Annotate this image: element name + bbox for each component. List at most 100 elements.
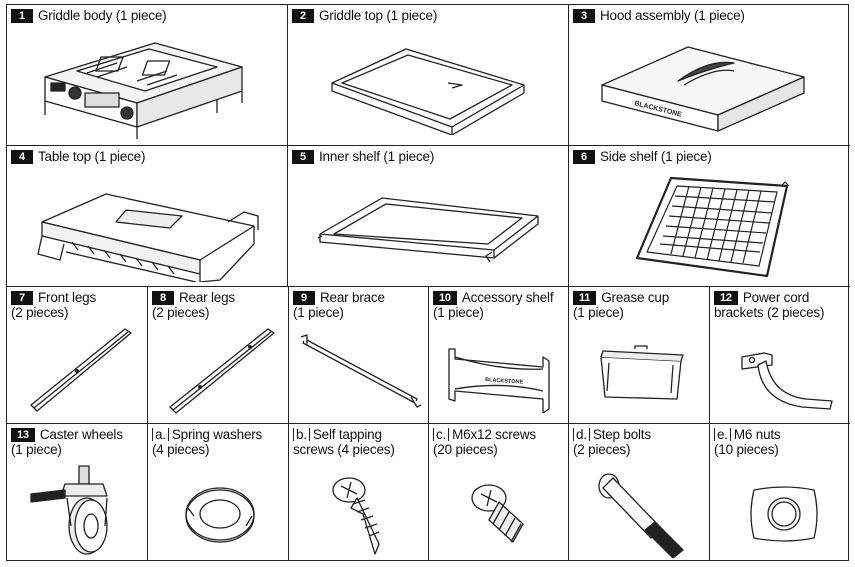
hardware-cell-d: d.Step bolts(2 pieces) — [569, 424, 710, 560]
part-name: Accessory shelf — [461, 290, 554, 305]
part-caption: 1 Griddle body (1 piece) — [11, 8, 283, 23]
part-number-badge: 8 — [152, 291, 174, 305]
hardware-name: Self tapping — [312, 427, 382, 442]
part-caption: 11 Grease cup(1 piece) — [573, 290, 705, 320]
hardware-quantity: screws (4 pieces) — [293, 442, 395, 457]
hardware-name: M6 nuts — [733, 427, 781, 442]
hardware-quantity: (20 pieces) — [433, 442, 498, 457]
part-cell-4: 4 Table top (1 piece) — [7, 146, 288, 287]
hardware-quantity: (4 pieces) — [152, 442, 210, 457]
hardware-cell-e: e.M6 nuts(10 pieces) — [710, 424, 850, 560]
part-name: Power cord — [742, 290, 810, 305]
part-name: Griddle body (1 piece) — [38, 8, 167, 23]
part-caption: 4 Table top (1 piece) — [11, 149, 283, 164]
hardware-caption: c.M6x12 screws(20 pieces) — [433, 427, 564, 457]
part-name: Rear legs — [179, 290, 235, 305]
part-number-badge: 10 — [433, 291, 457, 305]
m6-nut-illustration — [748, 476, 820, 552]
part-caption: 3 Hood assembly (1 piece) — [573, 8, 846, 23]
hardware-caption: d.Step bolts(2 pieces) — [573, 427, 705, 457]
blackstone-logo: BLACKSTONE — [485, 377, 524, 386]
part-name: Inner shelf (1 piece) — [319, 149, 435, 164]
part-cell-2: 2 Griddle top (1 piece) — [288, 5, 569, 146]
part-caption: 10 Accessory shelf(1 piece) — [433, 290, 564, 320]
hardware-caption: a.Spring washers(4 pieces) — [152, 427, 284, 457]
hardware-letter: a. — [152, 428, 169, 441]
part-cell-13: 13 Caster wheels(1 piece) — [7, 424, 148, 560]
hardware-cell-c: c.M6x12 screws(20 pieces) — [429, 424, 569, 560]
part-caption: 5 Inner shelf (1 piece) — [292, 149, 564, 164]
part-number-badge: 6 — [573, 150, 595, 164]
part-quantity: (1 piece) — [11, 442, 62, 457]
part-number-badge: 13 — [11, 428, 35, 442]
part-cell-1: 1 Griddle body (1 piece) — [7, 5, 288, 146]
part-number-badge: 11 — [573, 291, 597, 305]
part-quantity: (2 pieces) — [152, 305, 210, 320]
hardware-quantity: (2 pieces) — [573, 442, 631, 457]
side-shelf-illustration — [631, 172, 801, 282]
hardware-quantity: (10 pieces) — [714, 442, 779, 457]
part-caption: 8 Rear legs(2 pieces) — [152, 290, 284, 320]
rear-brace-illustration — [299, 333, 424, 413]
step-bolt-illustration — [595, 472, 695, 558]
rear-legs-illustration — [166, 325, 281, 415]
part-caption: 9 Rear brace(1 piece) — [293, 290, 424, 320]
grease-cup-illustration — [595, 345, 690, 405]
part-cell-11: 11 Grease cup(1 piece) — [569, 287, 710, 424]
part-quantity: (1 piece) — [573, 305, 624, 320]
front-legs-illustration — [27, 325, 137, 415]
part-cell-5: 5 Inner shelf (1 piece) — [288, 146, 569, 287]
part-number-badge: 9 — [293, 291, 315, 305]
spring-washer-illustration — [180, 480, 260, 550]
hardware-letter: b. — [293, 428, 310, 441]
hardware-name: Spring washers — [171, 427, 263, 442]
part-quantity: (1 piece) — [433, 305, 484, 320]
self-tapping-screw-illustration — [329, 474, 389, 558]
part-quantity: (2 pieces) — [11, 305, 69, 320]
part-caption: 13 Caster wheels(1 piece) — [11, 427, 143, 457]
hardware-cell-a: a.Spring washers(4 pieces) — [148, 424, 289, 560]
part-quantity: (1 piece) — [293, 305, 344, 320]
part-number-badge: 1 — [11, 9, 33, 23]
part-number-badge: 4 — [11, 150, 33, 164]
hardware-letter: e. — [714, 428, 731, 441]
power-cord-bracket-illustration — [736, 343, 836, 413]
part-name: Rear brace — [320, 290, 385, 305]
part-caption: 6 Side shelf (1 piece) — [573, 149, 846, 164]
table-top-illustration — [32, 182, 267, 282]
inner-shelf-illustration — [316, 190, 541, 270]
caster-wheel-illustration — [27, 464, 127, 558]
part-number-badge: 2 — [292, 9, 314, 23]
part-number-badge: 3 — [573, 9, 595, 23]
griddle-top-illustration — [328, 43, 528, 135]
part-name: Side shelf (1 piece) — [600, 149, 712, 164]
griddle-body-illustration — [37, 35, 252, 140]
part-name: Table top (1 piece) — [38, 149, 146, 164]
hardware-name: M6x12 screws — [452, 427, 536, 442]
part-cell-8: 8 Rear legs(2 pieces) — [148, 287, 289, 424]
part-number-badge: 12 — [714, 291, 738, 305]
accessory-shelf-illustration: BLACKSTONE — [441, 333, 561, 413]
m6x12-screw-illustration — [469, 480, 535, 550]
part-number-badge: 5 — [292, 150, 314, 164]
part-name: Front legs — [38, 290, 97, 305]
part-name: Caster wheels — [39, 427, 123, 442]
part-name: Grease cup — [601, 290, 670, 305]
hardware-letter: c. — [433, 428, 450, 441]
part-name: Hood assembly (1 piece) — [600, 8, 745, 23]
hardware-name: Step bolts — [592, 427, 651, 442]
parts-list-grid: 1 Griddle body (1 piece) 2 Griddle top (1 … — [6, 4, 850, 561]
part-cell-9: 9 Rear brace(1 piece) — [289, 287, 429, 424]
part-cell-10: 10 Accessory shelf(1 piece) BLACKSTONE — [429, 287, 569, 424]
hardware-caption: e.M6 nuts(10 pieces) — [714, 427, 846, 457]
part-cell-6: 6 Side shelf (1 piece) — [569, 146, 850, 287]
part-caption: 2 Griddle top (1 piece) — [292, 8, 564, 23]
part-name: Griddle top (1 piece) — [319, 8, 438, 23]
